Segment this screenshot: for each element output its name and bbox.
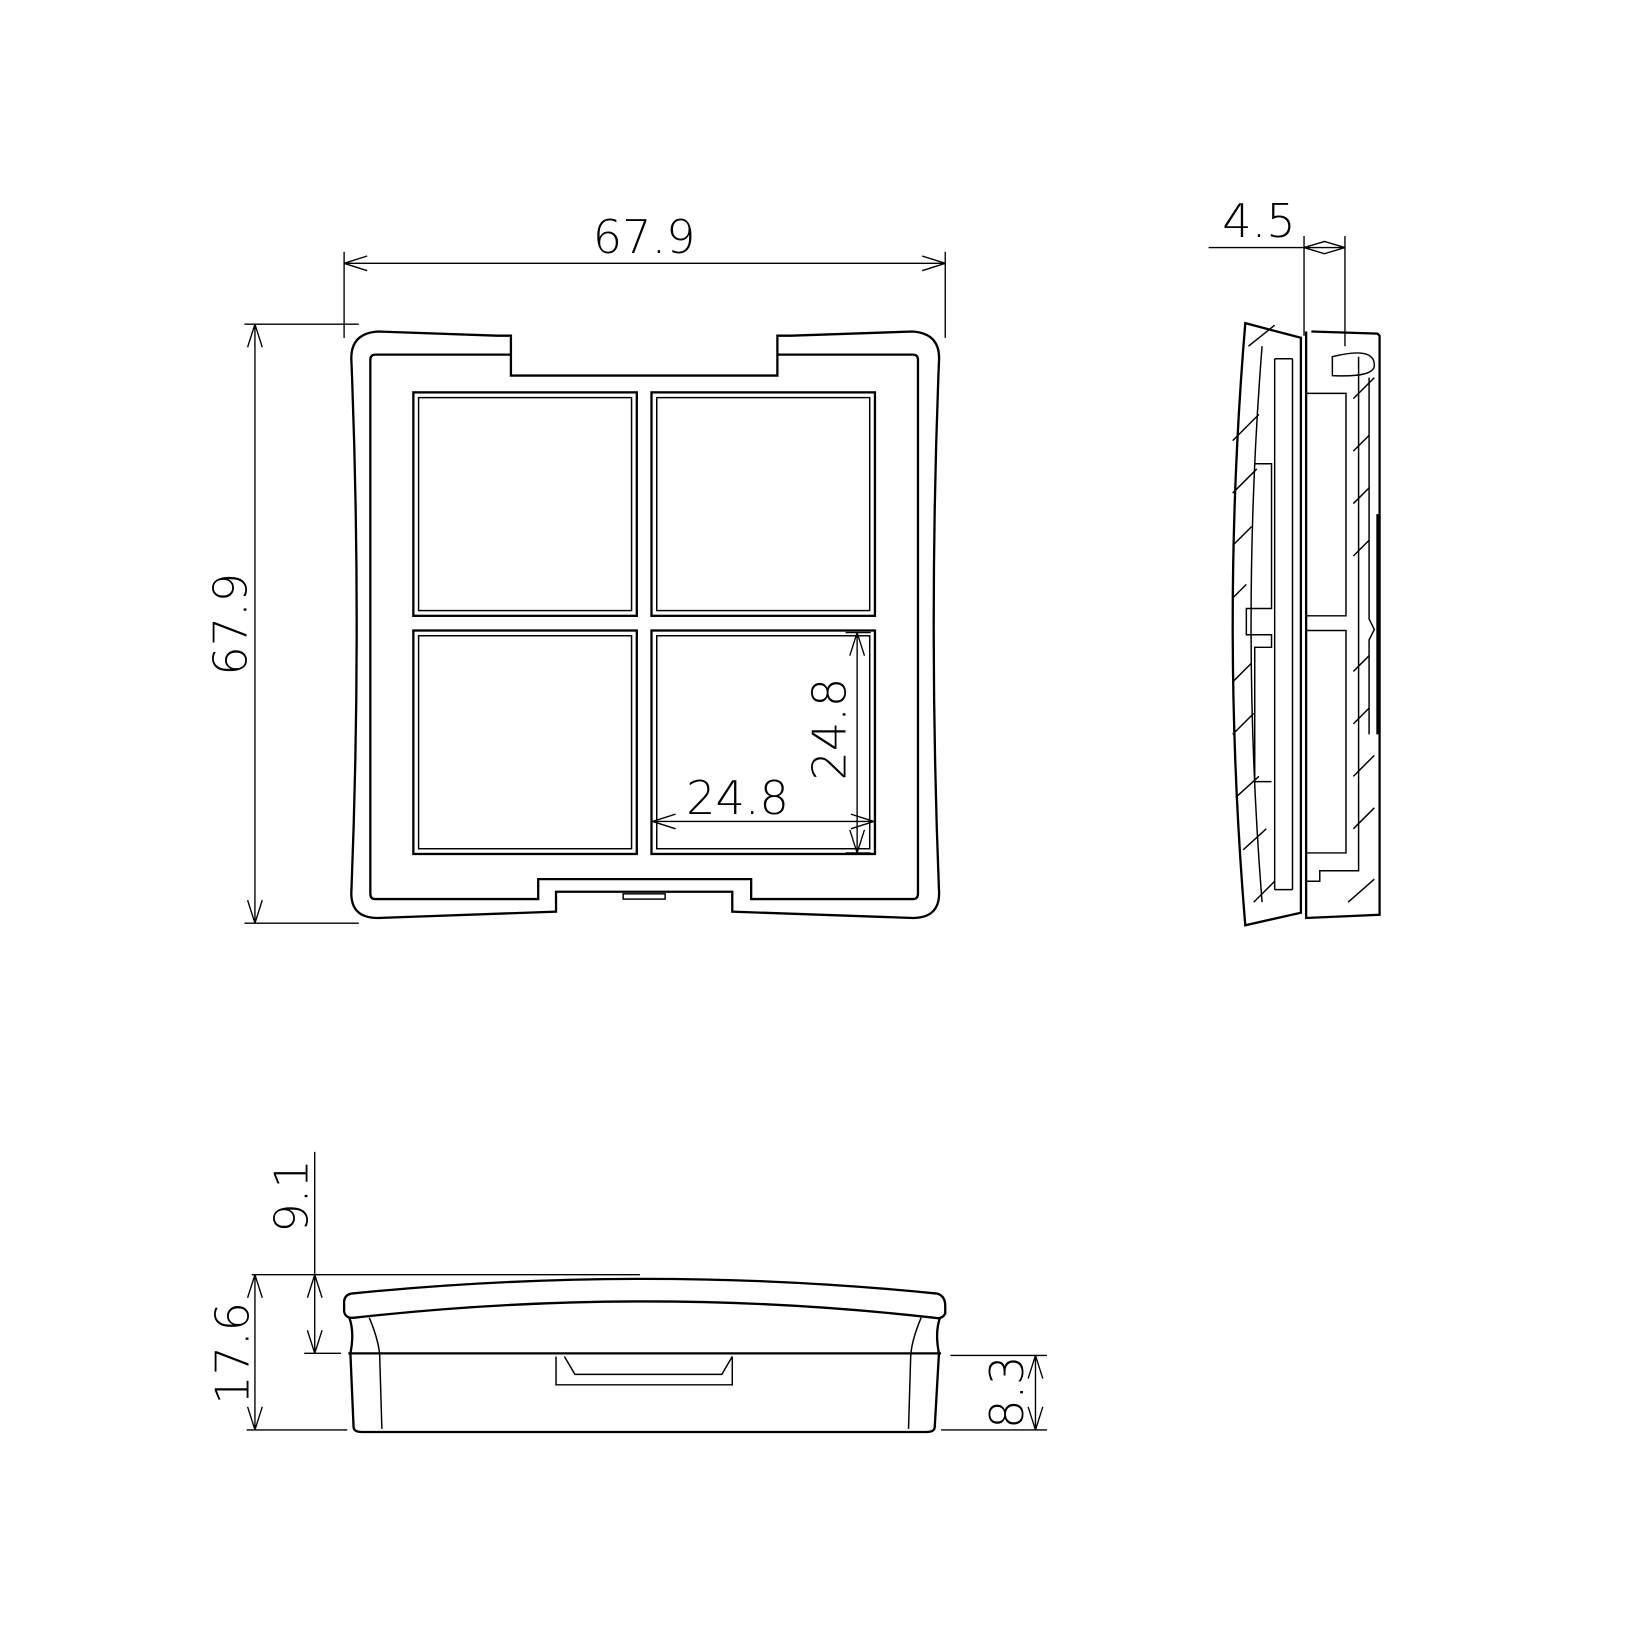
width-label: 67.9 [593, 210, 696, 264]
well-width-dimension: 24.8 [652, 771, 875, 830]
section-hatching [1232, 324, 1375, 903]
well-bottom-left-inner [417, 635, 633, 850]
base-outline [348, 1317, 942, 1434]
side-base-inner [1306, 356, 1376, 882]
depth-dimension: 4.5 [1208, 194, 1346, 347]
well-width-label: 24.8 [686, 771, 789, 825]
well-top-left-inner [417, 396, 633, 612]
total-height-dimension: 17.6 [206, 1274, 348, 1431]
well-top-right-inner [656, 396, 871, 612]
well-bottom-right [650, 629, 877, 856]
elevation-view: 9.1 17.6 8.3 [206, 1151, 1048, 1434]
well-height-label: 24.8 [803, 678, 857, 781]
height-label: 67.9 [204, 573, 258, 676]
width-dimension: 67.9 [343, 210, 946, 338]
inner-frame [369, 353, 920, 901]
side-base-outline [1304, 330, 1381, 920]
side-hinge [1331, 352, 1376, 377]
base-height-dimension: 8.3 [941, 1354, 1048, 1431]
well-top-left [412, 391, 638, 617]
height-dimension: 67.9 [204, 323, 359, 924]
base-height-label: 8.3 [980, 1355, 1034, 1428]
side-lid-insert [1245, 462, 1273, 783]
side-view: 4.5 [1208, 194, 1381, 927]
depth-label: 4.5 [1222, 194, 1295, 248]
lid-height-label: 9.1 [264, 1159, 318, 1232]
well-bottom-left [412, 629, 638, 856]
case-outline [350, 330, 941, 920]
total-height-label: 17.6 [206, 1302, 260, 1405]
well-bottom-right-inner [656, 635, 871, 850]
lid-outline [342, 1277, 947, 1320]
side-lid-inner [1250, 346, 1294, 903]
well-top-right [650, 391, 877, 617]
side-lid-outline [1231, 321, 1303, 927]
clasp-slot [622, 893, 666, 900]
side-pan-wells [1306, 392, 1347, 854]
front-view: 67.9 67.9 24.8 24.8 [204, 210, 946, 924]
base-edges [368, 1317, 922, 1429]
clasp-front [555, 1356, 734, 1386]
well-height-dimension: 24.8 [803, 631, 871, 854]
lid-height-dimension: 9.1 [251, 1151, 640, 1355]
